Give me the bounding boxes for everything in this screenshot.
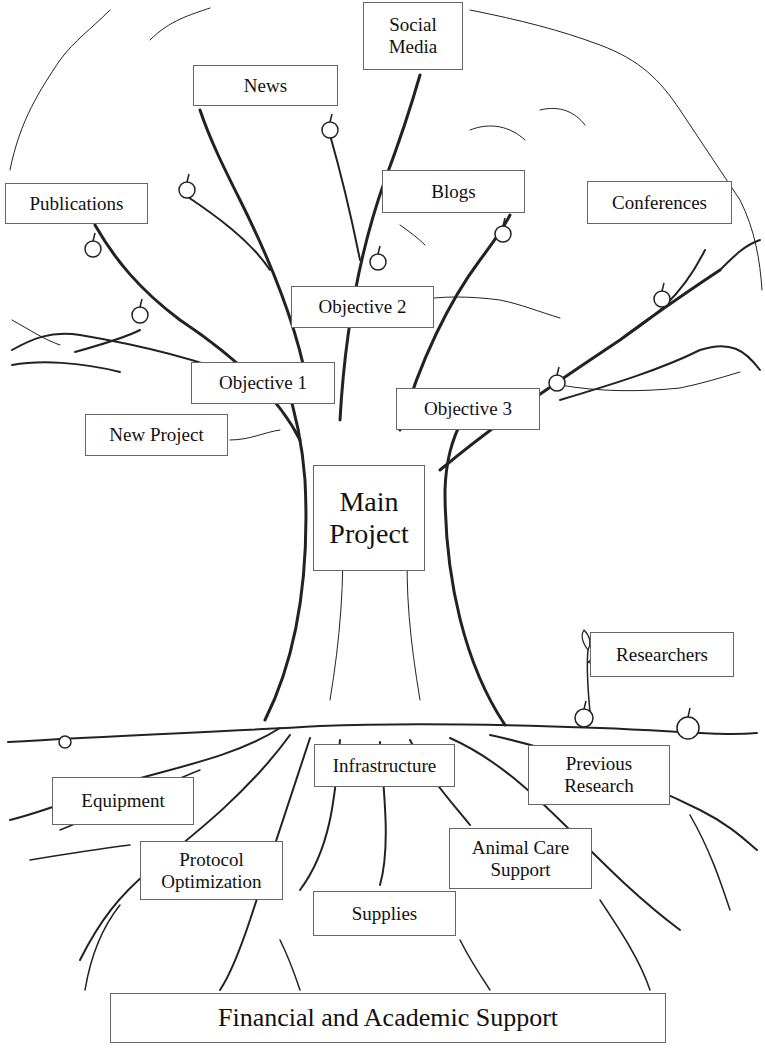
node-text: Supplies bbox=[352, 903, 417, 925]
label-box: Supplies bbox=[313, 891, 456, 936]
node-text: Main Project bbox=[320, 486, 418, 550]
base-label-box: Financial and Academic Support bbox=[110, 993, 666, 1043]
node-text: News bbox=[244, 75, 287, 97]
node-text: Previous Research bbox=[535, 753, 663, 797]
node-text: New Project bbox=[109, 424, 203, 446]
label-box: Social Media bbox=[363, 2, 463, 70]
node-text: Social Media bbox=[370, 14, 456, 58]
label-box: Animal Care Support bbox=[449, 828, 592, 889]
node-text: Equipment bbox=[81, 790, 164, 812]
node-text: Objective 3 bbox=[424, 398, 512, 420]
label-box: Objective 1 bbox=[191, 362, 335, 404]
label-box: News bbox=[193, 65, 338, 106]
label-box: Researchers bbox=[590, 632, 734, 677]
label-box: Blogs bbox=[382, 170, 525, 213]
label-box: New Project bbox=[85, 414, 228, 456]
label-box: Publications bbox=[5, 183, 148, 224]
node-text: Financial and Academic Support bbox=[218, 1003, 558, 1033]
node-text: Researchers bbox=[616, 644, 708, 666]
node-text: Objective 1 bbox=[219, 372, 307, 394]
node-text: Objective 2 bbox=[318, 296, 406, 318]
label-box: Infrastructure bbox=[314, 744, 455, 787]
node-text: Publications bbox=[30, 193, 124, 215]
label-box: Equipment bbox=[52, 777, 194, 825]
node-text: Animal Care Support bbox=[456, 837, 585, 881]
trunk-label-box: Main Project bbox=[313, 465, 425, 571]
label-box: Protocol Optimization bbox=[140, 841, 283, 900]
node-text: Infrastructure bbox=[333, 755, 436, 777]
label-box: Objective 2 bbox=[291, 286, 434, 328]
label-box: Objective 3 bbox=[396, 388, 540, 430]
node-text: Conferences bbox=[612, 192, 707, 214]
label-box: Previous Research bbox=[528, 745, 670, 805]
node-text: Protocol Optimization bbox=[147, 849, 276, 893]
label-box: Conferences bbox=[587, 181, 732, 224]
node-text: Blogs bbox=[431, 181, 475, 203]
